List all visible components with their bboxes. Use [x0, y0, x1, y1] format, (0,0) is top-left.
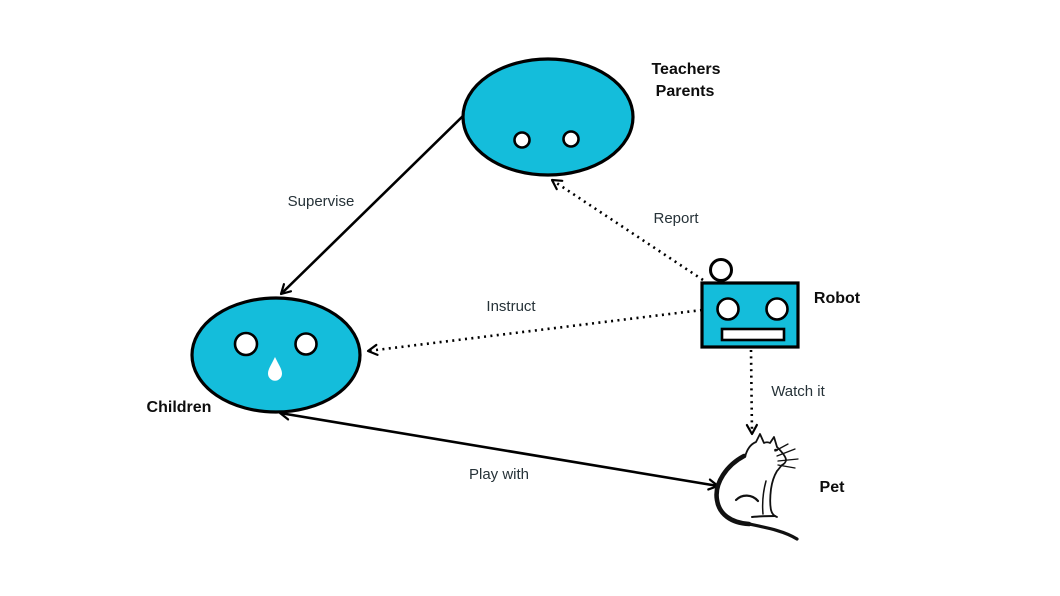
edge-report: Report	[550, 178, 704, 282]
edge-label-report: Report	[653, 210, 699, 227]
children-right-eye-icon	[294, 332, 318, 356]
node-robot: Robot	[700, 258, 861, 349]
play-with-arrow-line	[278, 408, 720, 491]
children-left-eye-icon	[233, 331, 259, 357]
children-ellipse	[190, 296, 362, 414]
robot-mouth-icon	[720, 327, 786, 342]
robot-antenna-head-icon	[709, 258, 733, 282]
node-pet: Pet	[714, 433, 846, 541]
edge-label-supervise: Supervise	[288, 193, 355, 210]
robot-left-eye-icon	[716, 297, 740, 321]
watch-it-arrow-line	[745, 349, 758, 436]
node-label-children: Children	[147, 399, 212, 416]
cat-eye-icon	[774, 448, 778, 452]
node-label-robot: Robot	[814, 290, 861, 307]
edge-label-instruct: Instruct	[486, 298, 536, 315]
node-teachers-parents: Teachers Parents	[461, 57, 721, 177]
edge-supervise: Supervise	[279, 113, 466, 296]
cat-icon	[714, 433, 799, 541]
edge-watch-it: Watch it	[745, 349, 826, 436]
children-teardrop-icon	[268, 357, 282, 381]
edge-instruct: Instruct	[366, 298, 703, 356]
node-label-pet: Pet	[820, 479, 846, 496]
teachers-left-eye-icon	[513, 131, 531, 149]
supervise-arrow-line	[279, 113, 466, 296]
node-label-parents: Parents	[656, 83, 715, 100]
teachers-parents-ellipse	[461, 57, 635, 177]
edge-play-with: Play with	[278, 408, 720, 491]
robot-right-eye-icon	[765, 297, 789, 321]
edge-label-watch-it: Watch it	[771, 383, 825, 400]
report-arrow-line	[550, 178, 704, 282]
node-label-teachers: Teachers	[651, 61, 720, 78]
instruct-arrow-line	[366, 308, 703, 356]
teachers-right-eye-icon	[562, 130, 580, 148]
edge-label-play-with: Play with	[469, 466, 529, 483]
node-children: Children	[147, 296, 362, 416]
